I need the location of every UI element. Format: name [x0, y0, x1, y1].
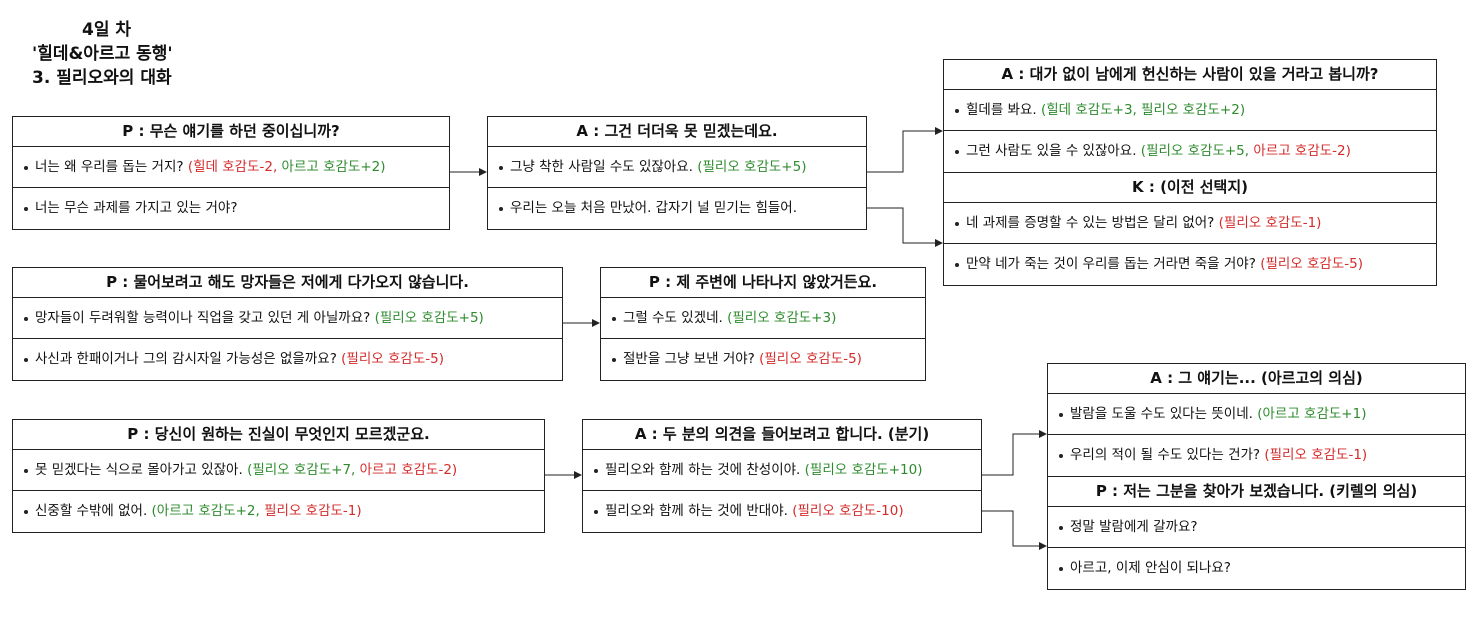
box-header: A : 두 분의 의견을 들어보려고 합니다. (분기) — [583, 420, 981, 450]
choice-row[interactable]: 그냥 착한 사람일 수도 있잖아요. (필리오 호감도+5) — [488, 147, 866, 188]
arrow-b2-to-b3-top — [867, 127, 943, 173]
arrow-b2-to-b3-bottom — [867, 207, 943, 247]
choice-row[interactable]: 그럴 수도 있겠네. (필리오 호감도+3) — [601, 298, 925, 339]
choice-row[interactable]: 힐데를 봐요. (힐데 호감도+3, 필리오 호감도+2) — [944, 90, 1436, 131]
choice-row[interactable]: 못 믿겠다는 식으로 몰아가고 있잖아. (필리오 호감도+7, 아르고 호감도… — [13, 450, 544, 491]
choice-row[interactable]: 정말 발람에게 갈까요? — [1048, 507, 1465, 548]
choice-row[interactable]: 우리는 오늘 처음 만났어. 갑자기 널 믿기는 힘들어. — [488, 188, 866, 229]
choice-row[interactable]: 절반을 그냥 보낸 거야? (필리오 호감도-5) — [601, 339, 925, 380]
choice-row[interactable]: 그런 사람도 있을 수 있잖아요. (필리오 호감도+5, 아르고 호감도-2) — [944, 131, 1436, 172]
dialog-box-what-were-you-saying: P : 무슨 얘기를 하던 중이십니까? 너는 왜 우리를 돕는 거지? (힐데… — [12, 116, 450, 230]
box-header: P : 제 주변에 나타나지 않았거든요. — [601, 268, 925, 298]
box-header: P : 물어보려고 해도 망자들은 저에게 다가오지 않습니다. — [13, 268, 562, 298]
box-header: A : 대가 없이 남에게 헌신하는 사람이 있을 거라고 봅니까? — [944, 60, 1436, 90]
choice-row[interactable]: 필리오와 함께 하는 것에 찬성이야. (필리오 호감도+10) — [583, 450, 981, 491]
dialog-box-suspicion: A : 그 얘기는... (아르고의 의심) 발람을 도울 수도 있다는 뜻이네… — [1047, 363, 1466, 590]
choice-row[interactable]: 발람을 도울 수도 있다는 뜻이네. (아르고 호감도+1) — [1048, 394, 1465, 435]
title-section: 3. 필리오와의 대화 — [32, 68, 172, 88]
dialog-box-didnt-appear: P : 제 주변에 나타나지 않았거든요. 그럴 수도 있겠네. (필리오 호감… — [600, 267, 926, 381]
dialog-box-branch-opinions: A : 두 분의 의견을 들어보려고 합니다. (분기) 필리오와 함께 하는 … — [582, 419, 982, 533]
dialog-box-spirits-avoid: P : 물어보려고 해도 망자들은 저에게 다가오지 않습니다. 망자들이 두려… — [12, 267, 563, 381]
choice-row[interactable]: 아르고, 이제 안심이 되나요? — [1048, 548, 1465, 589]
choice-row[interactable]: 사신과 한패이거나 그의 감시자일 가능성은 없을까요? (필리오 호감도-5) — [13, 339, 562, 380]
choice-row[interactable]: 필리오와 함께 하는 것에 반대야. (필리오 호감도-10) — [583, 491, 981, 532]
choice-row[interactable]: 우리의 적이 될 수도 있다는 건가? (필리오 호감도-1) — [1048, 435, 1465, 476]
box-header: A : 그건 더더욱 못 믿겠는데요. — [488, 117, 866, 147]
box-subheader: K : (이전 선택지) — [944, 172, 1436, 203]
arrow-b7-to-b8-bottom — [982, 510, 1047, 550]
choice-row[interactable]: 만약 네가 죽는 것이 우리를 돕는 거라면 죽을 거야? (필리오 호감도-5… — [944, 244, 1436, 285]
title-companions: '힐데&아르고 동행' — [32, 44, 173, 64]
arrow-b7-to-b8-top — [982, 430, 1047, 476]
title-day: 4일 차 — [82, 20, 132, 40]
box-header: P : 무슨 얘기를 하던 중이십니까? — [13, 117, 449, 147]
box-header: P : 당신이 원하는 진실이 무엇인지 모르겠군요. — [13, 420, 544, 450]
choice-row[interactable]: 망자들이 두려워할 능력이나 직업을 갖고 있던 게 아닐까요? (필리오 호감… — [13, 298, 562, 339]
choice-row[interactable]: 신중할 수밖에 없어. (아르고 호감도+2, 필리오 호감도-1) — [13, 491, 544, 532]
choice-row[interactable]: 너는 왜 우리를 돕는 거지? (힐데 호감도-2, 아르고 호감도+2) — [13, 147, 449, 188]
box-subheader: P : 저는 그분을 찾아가 보겠습니다. (키렐의 의심) — [1048, 476, 1465, 507]
dialog-box-cant-believe: A : 그건 더더욱 못 믿겠는데요. 그냥 착한 사람일 수도 있잖아요. (… — [487, 116, 867, 230]
choice-row[interactable]: 너는 무슨 과제를 가지고 있는 거야? — [13, 188, 449, 229]
dialog-box-unknown-truth: P : 당신이 원하는 진실이 무엇인지 모르겠군요. 못 믿겠다는 식으로 몰… — [12, 419, 545, 533]
dialog-box-selfless-devotion: A : 대가 없이 남에게 헌신하는 사람이 있을 거라고 봅니까? 힐데를 봐… — [943, 59, 1437, 286]
box-header: A : 그 얘기는... (아르고의 의심) — [1048, 364, 1465, 394]
choice-row[interactable]: 네 과제를 증명할 수 있는 방법은 달리 없어? (필리오 호감도-1) — [944, 203, 1436, 244]
diagram-title: 4일 차 '힐데&아르고 동행' 3. 필리오와의 대화 — [32, 18, 173, 90]
